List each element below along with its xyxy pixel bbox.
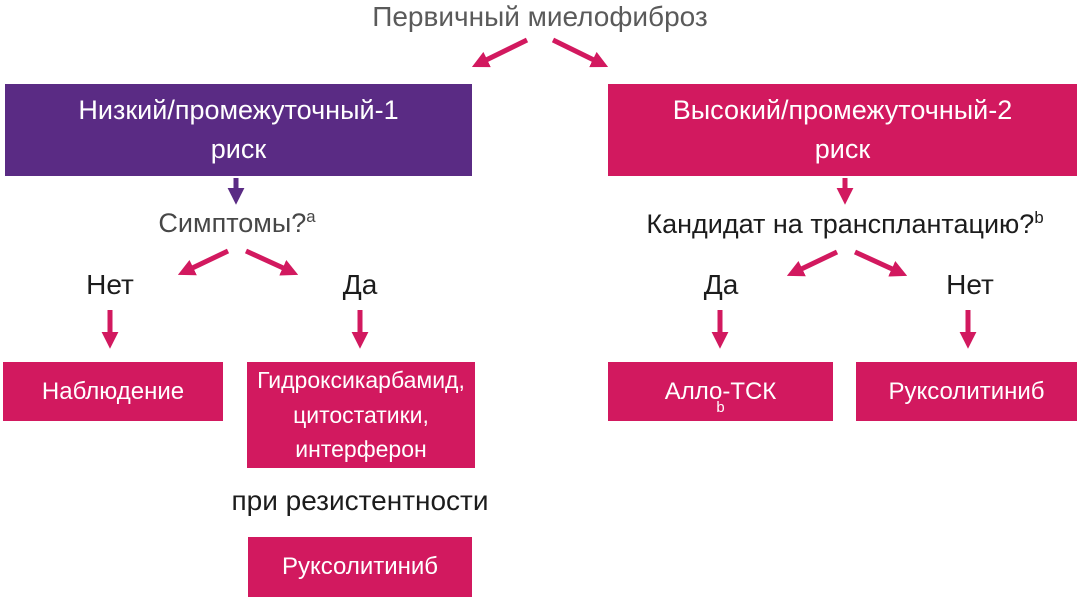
question-symptoms-footnote: a	[306, 207, 316, 226]
arrow-symptoms-to-no	[177, 248, 230, 276]
box-ruxolitinib-right: Руксолитиниб	[856, 362, 1077, 421]
box-observation: Наблюдение	[3, 362, 223, 421]
risk-box-low-intermediate1: Низкий/промежуточный-1 риск	[5, 84, 472, 176]
box-hydroxy-line3: интерферон	[295, 436, 427, 463]
arrow-transplant-to-yes	[786, 249, 839, 277]
question-transplant-text: Кандидат на трансплантацию?	[646, 209, 1035, 239]
risk-box-high-intermediate2: Высокий/промежуточный-2 риск	[608, 84, 1077, 176]
risk-box-high-line2: риск	[814, 134, 871, 164]
risk-box-high-line1: Высокий/промежуточный-2	[672, 94, 1013, 125]
page-title: Первичный миелофиброз	[372, 1, 708, 32]
box-hydroxy-line1: Гидроксикарбамид,	[257, 367, 465, 394]
label-no-left: Нет	[86, 269, 134, 300]
label-yes-left: Да	[342, 269, 378, 300]
risk-box-low-line2: риск	[210, 134, 267, 164]
question-symptoms-text: Симптомы?	[158, 208, 307, 238]
question-transplant-candidate: Кандидат на трансплантацию?b	[646, 209, 1043, 240]
label-no-right: Нет	[946, 269, 994, 300]
arrow-title-to-low-risk	[471, 37, 529, 68]
arrow-symptoms-to-yes	[244, 248, 299, 276]
risk-box-low-line1: Низкий/промежуточный-1	[78, 94, 399, 125]
box-allo-tsk-text: Алло-ТСК	[664, 377, 777, 405]
note-resistance: при резистентности	[231, 485, 489, 516]
box-ruxolitinib-bottom: Руксолитиниб	[248, 537, 472, 597]
label-yes-right: Да	[703, 269, 739, 300]
question-transplant-footnote: b	[1034, 208, 1044, 227]
box-hydroxycarbamide-cytostatics-interferon: Гидроксикарбамид, цитостатики, интерферо…	[247, 362, 475, 468]
arrow-title-to-high-risk	[551, 37, 609, 68]
arrow-transplant-to-no	[853, 249, 908, 277]
question-symptoms: Симптомы?a	[158, 208, 315, 239]
box-hydroxy-line2: цитостатики,	[293, 401, 429, 428]
